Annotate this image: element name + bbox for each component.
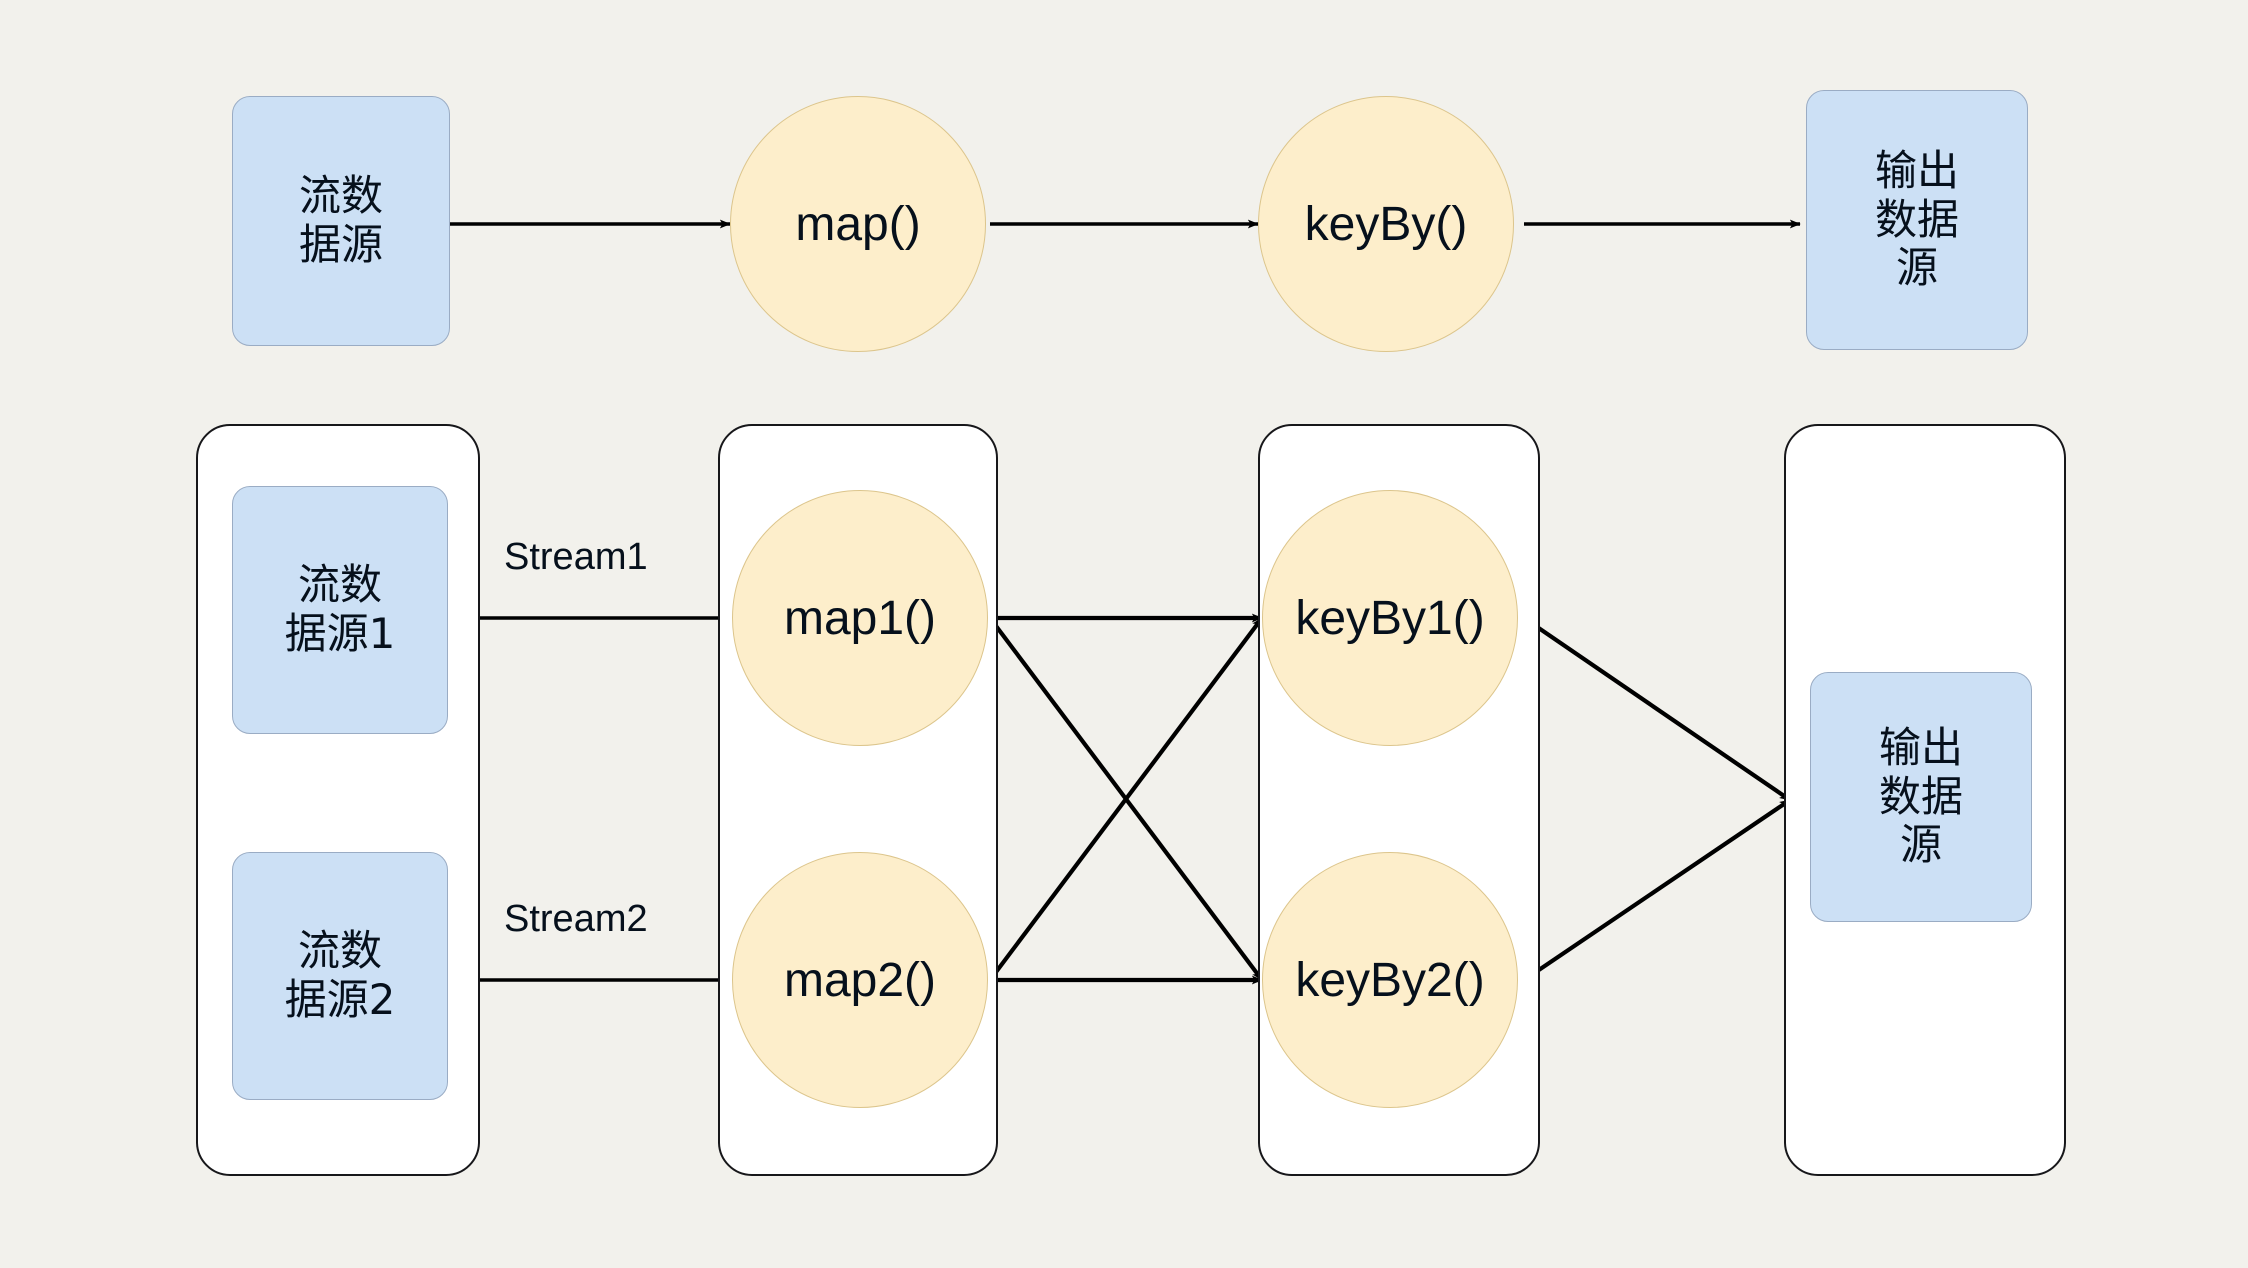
source-box-top[interactable]: 流数据源	[232, 96, 450, 346]
edge-label-stream2: Stream2	[504, 898, 648, 940]
operator-circle-keyby2[interactable]: keyBy2()	[1262, 852, 1518, 1108]
source-box-2[interactable]: 流数据源2	[232, 852, 448, 1100]
operator-circle-keyby1[interactable]: keyBy1()	[1262, 490, 1518, 746]
edge-label-stream1: Stream1	[504, 536, 648, 578]
operator-circle-map2[interactable]: map2()	[732, 852, 988, 1108]
operator-circle-map[interactable]: map()	[730, 96, 986, 352]
edge-map2-to-keyby1	[988, 616, 1264, 982]
edge-keyby1-to-sink	[1522, 616, 1792, 802]
operator-circle-keyby[interactable]: keyBy()	[1258, 96, 1514, 352]
edge-map1-to-keyby2	[988, 616, 1264, 982]
sink-box[interactable]: 输出数据源	[1810, 672, 2032, 922]
sink-box-top[interactable]: 输出数据源	[1806, 90, 2028, 350]
operator-circle-map1[interactable]: map1()	[732, 490, 988, 746]
source-box-1[interactable]: 流数据源1	[232, 486, 448, 734]
edge-keyby2-to-sink	[1522, 798, 1792, 982]
